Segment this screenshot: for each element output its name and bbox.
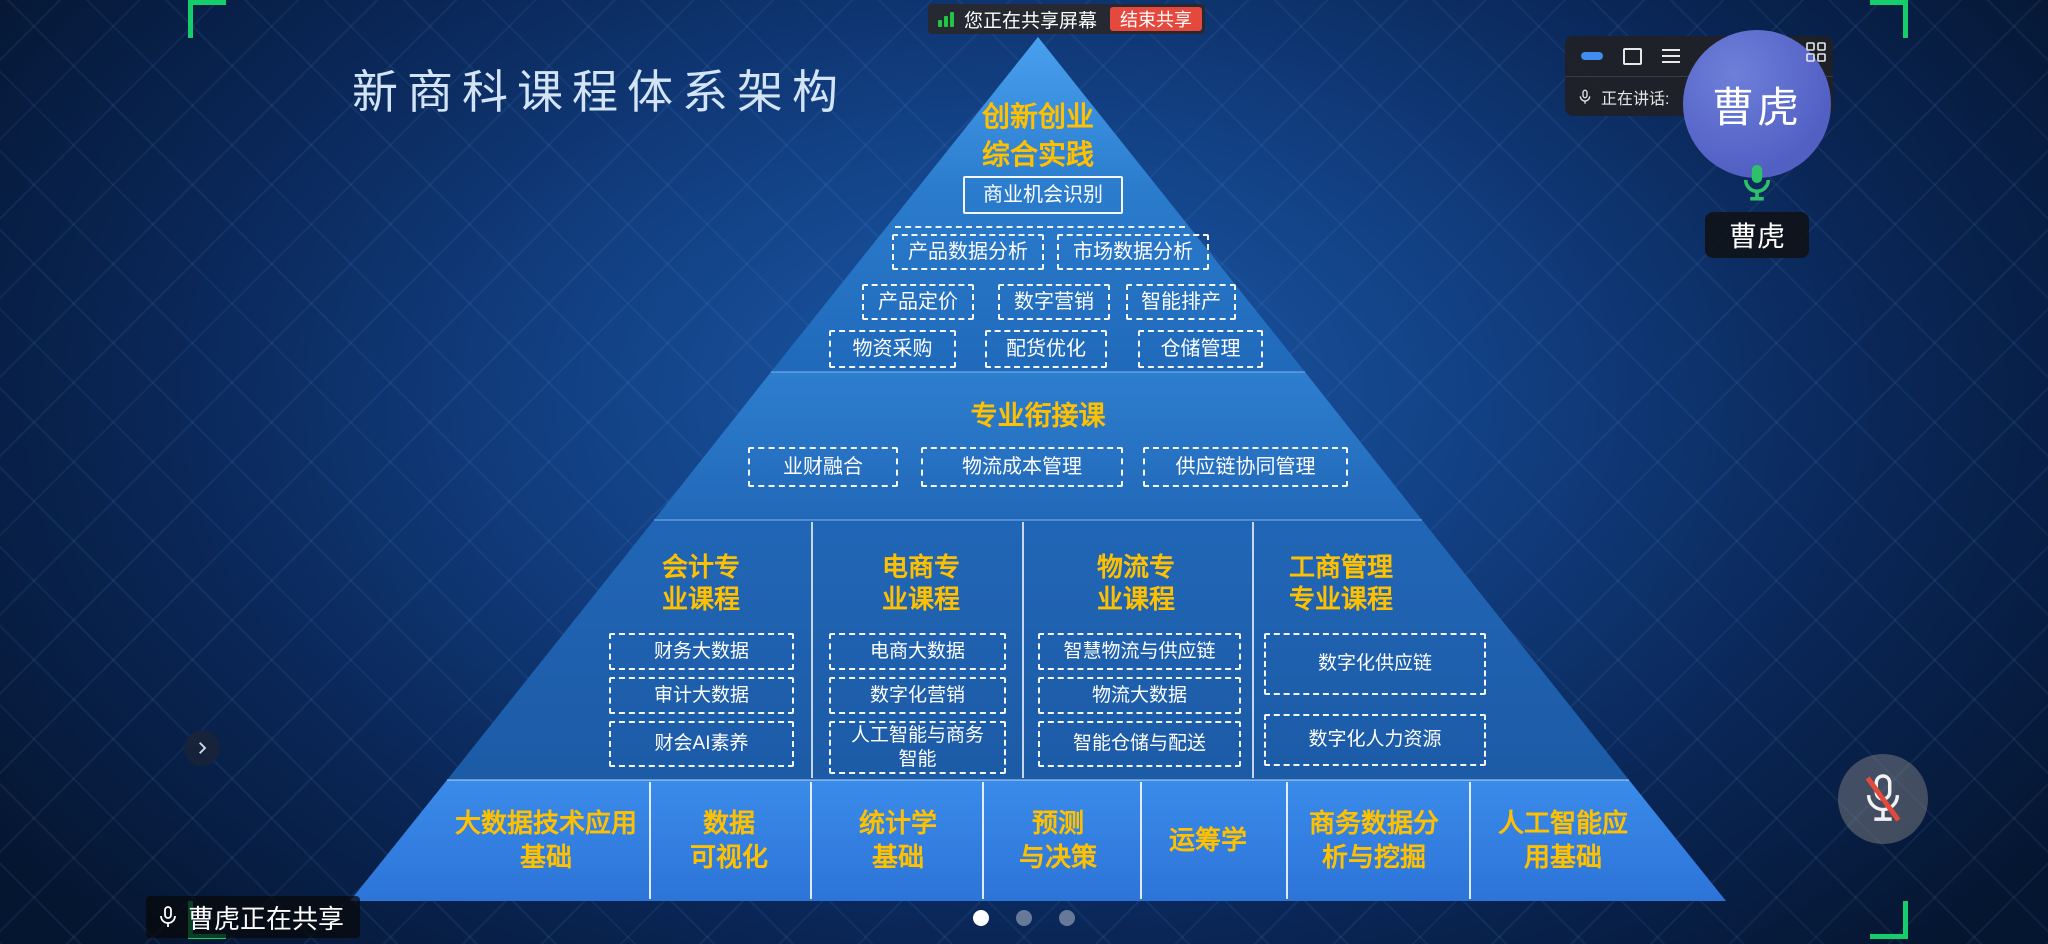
course-box: 产品定价 xyxy=(862,284,974,320)
course-box: 数字营销 xyxy=(998,284,1110,320)
pagination-dot[interactable] xyxy=(973,910,989,926)
course-box: 数字化供应链 xyxy=(1264,633,1486,695)
speaking-label: 正在讲话: xyxy=(1601,90,1670,108)
speaking-mic-icon xyxy=(1579,89,1591,104)
chevron-right-icon xyxy=(199,742,207,754)
course-box: 业财融合 xyxy=(748,447,898,487)
column-heading: 物流专 业课程 xyxy=(1096,552,1175,614)
course-box: 审计大数据 xyxy=(609,677,794,714)
share-frame-corner xyxy=(1903,0,1908,38)
pagination-dot[interactable] xyxy=(1059,910,1075,926)
course-box: 数字化人力资源 xyxy=(1264,714,1486,766)
course-box: 物资采购 xyxy=(829,330,956,368)
dashed-divider xyxy=(895,226,1185,228)
column-divider xyxy=(1022,522,1024,778)
cell-divider xyxy=(1286,782,1288,899)
restore-window-icon[interactable] xyxy=(1623,47,1642,65)
course-box: 智能仓储与配送 xyxy=(1038,721,1241,767)
course-box: 财务大数据 xyxy=(609,633,794,670)
pagination-dot[interactable] xyxy=(1016,910,1032,926)
share-banner-text: 您正在共享屏幕 xyxy=(964,10,1098,32)
course-box: 人工智能与商务 智能 xyxy=(829,721,1006,774)
course-box: 产品数据分析 xyxy=(892,234,1044,270)
course-box: 电商大数据 xyxy=(829,633,1006,670)
column-heading: 会计专 业课程 xyxy=(661,552,740,614)
share-frame-corner xyxy=(188,0,226,5)
signal-bars-icon xyxy=(938,11,954,27)
cell-divider xyxy=(1140,782,1142,899)
foundation-cell: 运筹学 xyxy=(1168,825,1247,856)
sharing-status-text: 曹虎正在共享 xyxy=(188,903,345,934)
cell-divider xyxy=(649,782,651,899)
participant-name: 曹虎 xyxy=(1728,221,1785,252)
course-box: 供应链协同管理 xyxy=(1143,447,1348,487)
cell-divider xyxy=(1469,782,1471,899)
foundation-cell: 统计学 基础 xyxy=(858,808,937,872)
column-divider xyxy=(1252,522,1254,778)
apex-heading: 创新创业 综合实践 xyxy=(981,101,1094,170)
mic-on-icon xyxy=(1743,165,1771,201)
foundation-cell: 大数据技术应用 基础 xyxy=(454,808,637,872)
minimize-icon[interactable] xyxy=(1581,52,1603,60)
share-frame-corner xyxy=(1903,901,1908,939)
level-divider xyxy=(771,371,1305,373)
course-box: 配货优化 xyxy=(985,330,1107,368)
pyramid-level-2 xyxy=(654,372,1422,520)
share-frame-corner xyxy=(1870,0,1908,5)
member-list-icon[interactable] xyxy=(1662,49,1680,63)
grid-layout-icon[interactable] xyxy=(1806,42,1826,62)
expand-panel-button[interactable] xyxy=(184,730,220,766)
column-heading: 工商管理 专业课程 xyxy=(1288,552,1393,614)
sharing-status-bar: 曹虎正在共享 xyxy=(146,896,361,938)
foundation-cell: 商务数据分 析与挖掘 xyxy=(1308,808,1439,872)
cell-divider xyxy=(810,782,812,899)
column-heading: 电商专 业课程 xyxy=(881,552,960,614)
level2-heading: 专业衔接课 xyxy=(970,401,1106,431)
participant-name-tag: 曹虎 xyxy=(1705,212,1809,258)
status-mic-icon xyxy=(160,906,176,927)
stop-share-button[interactable]: 结束共享 xyxy=(1110,7,1203,31)
course-box: 仓储管理 xyxy=(1138,330,1263,368)
foundation-cell: 预测 与决策 xyxy=(1018,808,1097,872)
microphone-mute-button[interactable] xyxy=(1838,754,1928,844)
course-box: 智能排产 xyxy=(1126,284,1236,320)
mic-muted-icon xyxy=(1865,774,1901,822)
pyramid-level-4 xyxy=(350,780,1726,901)
share-frame-corner xyxy=(1870,934,1908,939)
avatar-text: 曹虎 xyxy=(1711,83,1802,131)
course-box: 商业机会识别 xyxy=(963,176,1123,214)
course-box: 物流大数据 xyxy=(1038,677,1241,714)
share-frame-corner xyxy=(188,0,193,38)
share-banner: 您正在共享屏幕 结束共享 xyxy=(928,4,1206,34)
course-box: 物流成本管理 xyxy=(921,447,1123,487)
course-box: 财会AI素养 xyxy=(609,721,794,767)
course-box: 市场数据分析 xyxy=(1057,234,1209,270)
course-box: 智慧物流与供应链 xyxy=(1038,633,1241,670)
foundation-cell: 人工智能应 用基础 xyxy=(1497,808,1628,872)
slide-title: 新商科课程体系架构 xyxy=(352,66,847,118)
foundation-cell: 数据 可视化 xyxy=(689,808,768,872)
course-box: 数字化营销 xyxy=(829,677,1006,714)
cell-divider xyxy=(982,782,984,899)
level-divider xyxy=(654,519,1422,521)
level-divider xyxy=(447,779,1629,781)
column-divider xyxy=(811,522,813,778)
